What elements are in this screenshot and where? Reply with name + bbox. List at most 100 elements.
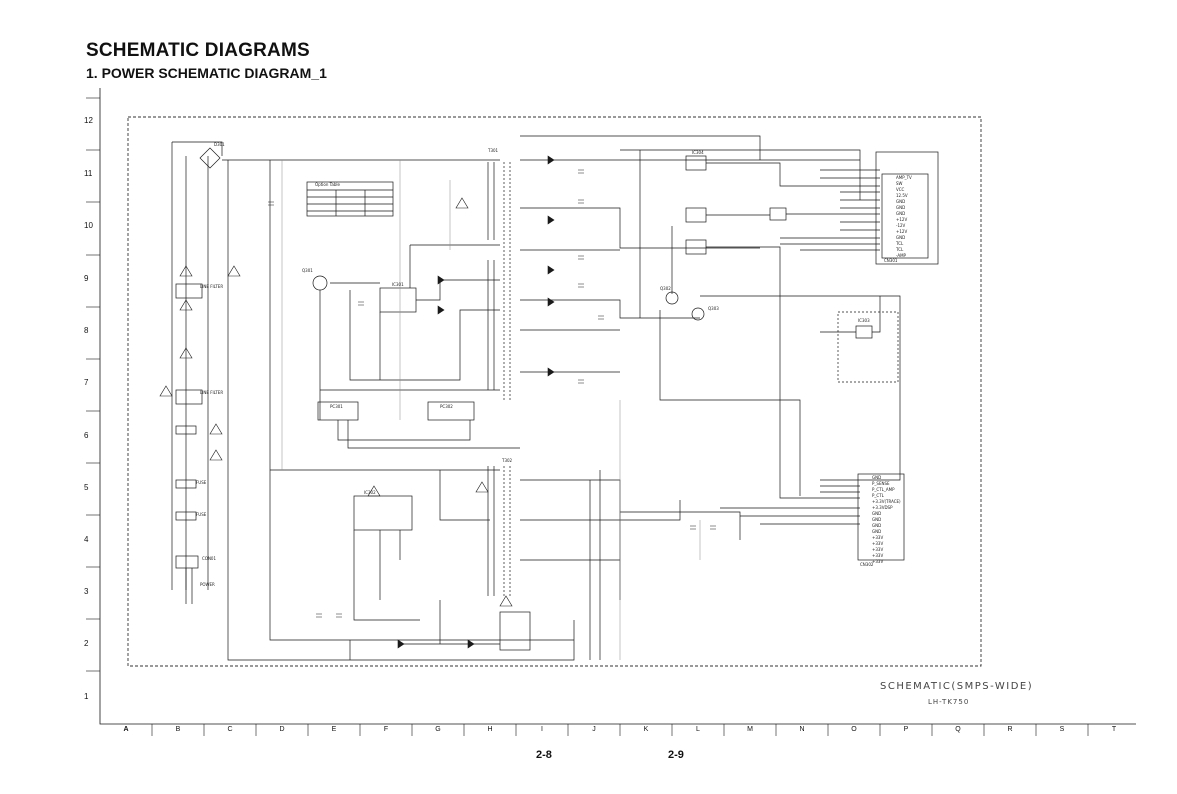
label-pc-2: PC302: [440, 404, 453, 409]
column-label: T: [1111, 726, 1117, 733]
component-labels: D301 LINE FILTER LINE FILTER FUSE FUSE C…: [196, 142, 898, 587]
column-label: C: [227, 726, 233, 733]
pin-label: P_CTL: [872, 493, 885, 498]
page-subtitle: 1. POWER SCHEMATIC DIAGRAM_1: [86, 65, 327, 81]
label-ic-4: IC304: [692, 150, 704, 155]
pin-label: -12V: [896, 223, 906, 228]
column-label: I: [541, 726, 543, 733]
label-line-filter-1: LINE FILTER: [200, 284, 223, 289]
label-fuse-1: FUSE: [196, 480, 207, 485]
warning-triangles: [159, 197, 513, 607]
title-block: SCHEMATIC(SMPS-WIDE) LH-TK750: [880, 681, 1033, 706]
column-label: J: [592, 726, 596, 733]
label-line-filter-2: LINE FILTER: [200, 390, 223, 395]
row-label: 4: [84, 535, 89, 544]
column-label: Q: [955, 726, 961, 733]
column-label: A: [123, 726, 129, 733]
column-label: B: [175, 726, 181, 733]
label-bridge: D301: [214, 142, 225, 147]
column-label: O: [851, 726, 857, 733]
row-label: 8: [84, 326, 89, 335]
label-fuse-2: FUSE: [196, 512, 207, 517]
page-number-right: 2-9: [668, 749, 684, 761]
column-label: L: [696, 726, 700, 733]
pin-label: +33V: [872, 559, 883, 564]
column-label: D: [279, 726, 285, 733]
pin-label: GND: [872, 511, 881, 516]
pin-label: GND: [896, 199, 905, 204]
row-label: 11: [84, 169, 93, 178]
pin-label: +33V: [872, 535, 883, 540]
model-number: LH-TK750: [928, 698, 970, 706]
diodes: [397, 155, 555, 649]
pin-label: +33V: [872, 541, 883, 546]
pin-label: P_SENSE: [872, 481, 890, 486]
page-header: SCHEMATIC DIAGRAMS 1. POWER SCHEMATIC DI…: [86, 40, 327, 81]
ground-rails: [281, 160, 701, 660]
label-q-2: Q302: [660, 286, 671, 291]
label-connector: CON01: [202, 556, 216, 561]
column-label: G: [435, 726, 441, 733]
cn302-pin-labels: GND P_SENSE P_CTL_AMP P_CTL +3.3V(TRACE)…: [872, 475, 901, 564]
label-transformer-1: T301: [487, 148, 499, 153]
pin-label: +3.3V(TRACE): [872, 499, 901, 504]
row-label: 2: [84, 639, 89, 648]
pin-label: +12V: [896, 217, 907, 222]
row-label: 1: [84, 692, 89, 701]
pin-label: SW: [896, 181, 903, 186]
column-label: M: [747, 726, 753, 733]
label-ic-3: IC303: [858, 318, 870, 323]
pin-label: +12V: [896, 229, 907, 234]
pin-label: GND: [896, 211, 905, 216]
pin-label: GND: [872, 475, 881, 480]
label-pc-1: PC301: [330, 404, 343, 409]
cn301-pin-labels: AMP_TV SW VCC 12.5V GND GND GND +12V -12…: [895, 175, 912, 258]
pin-label: VCC: [896, 187, 905, 192]
row-label: 6: [84, 431, 89, 440]
pin-label: 12.5V: [896, 193, 908, 198]
column-label: F: [383, 726, 389, 733]
pin-label: AMP_TV: [896, 175, 912, 180]
page-number-left: 2-8: [536, 749, 552, 761]
label-q-1: Q301: [302, 268, 313, 273]
column-label: E: [331, 726, 337, 733]
label-power: POWER: [200, 582, 215, 587]
label-transformer-2: T302: [501, 458, 513, 463]
pin-label: GND: [872, 517, 881, 522]
column-label: N: [799, 726, 805, 733]
row-labels: 12 11 10 9 8 7 6 5 4 3 2 1: [84, 0, 100, 794]
column-label: S: [1059, 726, 1065, 733]
pin-label: P_CTL_AMP: [872, 487, 895, 492]
pin-label: TCL: [895, 241, 904, 246]
pin-label: +33V: [872, 553, 883, 558]
column-label: K: [643, 726, 649, 733]
pin-label: GND: [896, 205, 905, 210]
label-connector-1: CN301: [884, 258, 898, 263]
page-title: SCHEMATIC DIAGRAMS: [86, 40, 310, 61]
label-connector-2: CN302: [860, 562, 874, 567]
pin-label: TCL: [895, 247, 904, 252]
pin-label: GND: [896, 235, 905, 240]
label-option-table: Option Table: [315, 182, 341, 187]
row-label: 9: [84, 274, 89, 283]
schematic-name: SCHEMATIC(SMPS-WIDE): [880, 681, 1034, 692]
row-label: 12: [84, 116, 93, 125]
frame: [86, 88, 1136, 736]
capacitors: [268, 169, 716, 618]
label-q-3: Q303: [708, 306, 719, 311]
pin-label: +3.3VDSP: [872, 505, 893, 510]
pin-label: +33V: [872, 547, 883, 552]
column-label: H: [487, 726, 493, 733]
row-label: 5: [84, 483, 89, 492]
label-ic-1: IC301: [392, 282, 404, 287]
label-ic-2: IC302: [364, 490, 376, 495]
pin-label: -AMP: [896, 253, 907, 258]
column-label: R: [1007, 726, 1013, 733]
pin-label: GND: [872, 529, 881, 534]
row-label: 3: [84, 587, 89, 596]
pin-label: GND: [872, 523, 881, 528]
wiring: [171, 135, 939, 661]
column-label: P: [903, 726, 909, 733]
row-label: 10: [84, 221, 93, 230]
